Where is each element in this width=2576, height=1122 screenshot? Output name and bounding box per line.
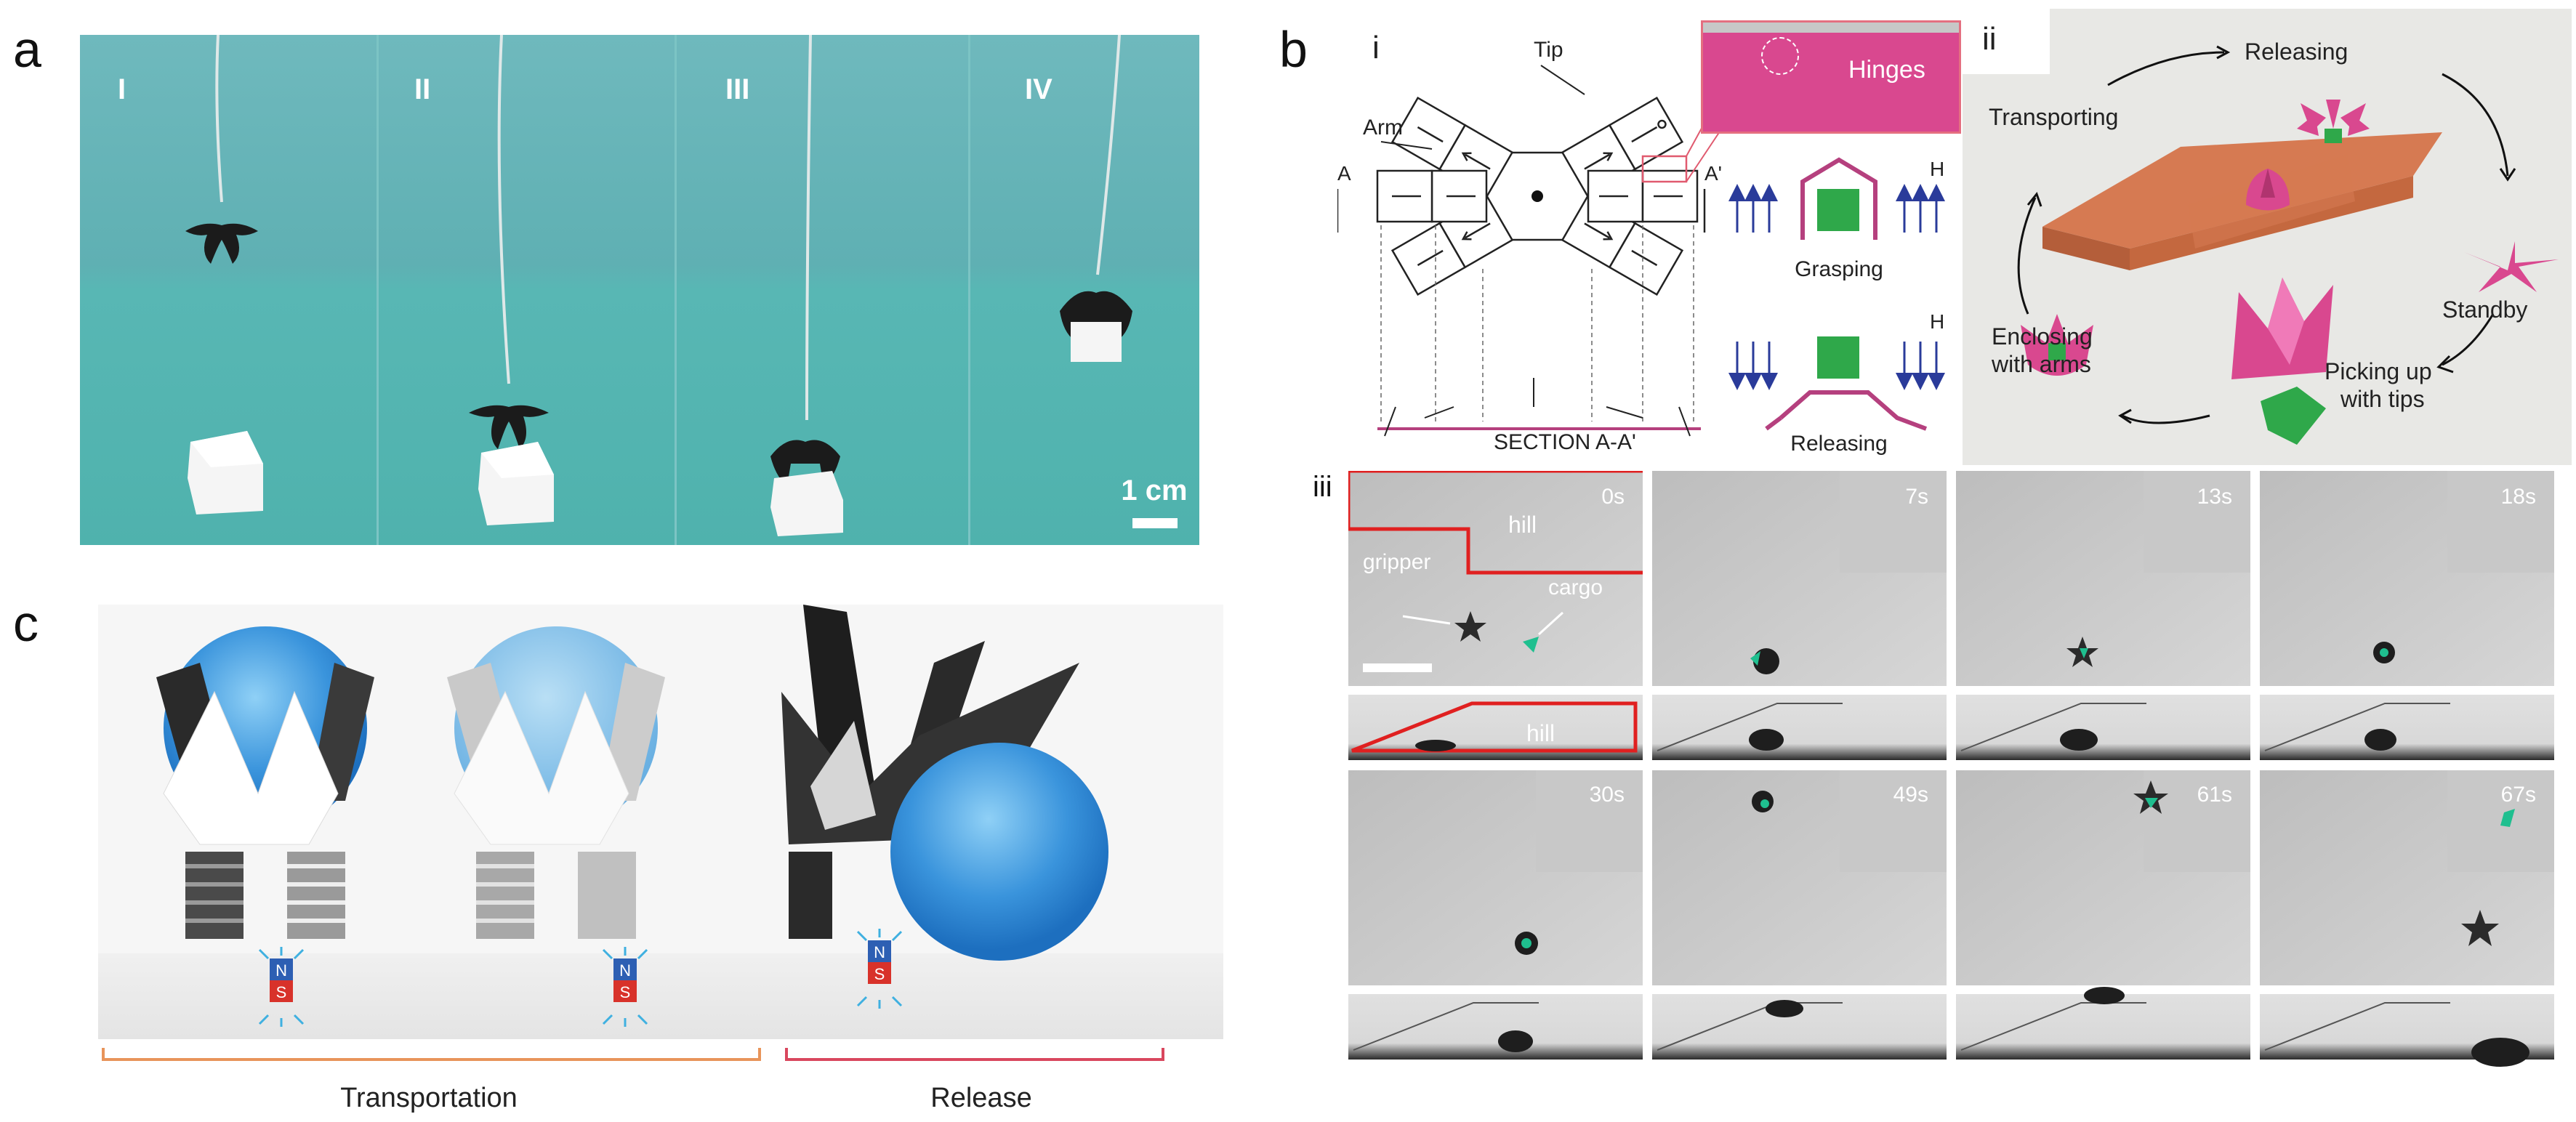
- arm-label: Arm: [1363, 116, 1403, 140]
- panel-label-b: b: [1279, 21, 1308, 78]
- magnet-n-3: N: [874, 943, 885, 961]
- section-label: SECTION A-A': [1494, 430, 1636, 454]
- enclosing-label-2: with arms: [1991, 351, 2091, 377]
- magnet-s-3: S: [874, 965, 885, 983]
- time-18s: 18s: [2501, 485, 2536, 509]
- section-a-right: A': [1704, 162, 1722, 185]
- panel-b-i-schematic: i: [1337, 30, 1731, 454]
- hinges-label: Hinges: [1848, 56, 1925, 84]
- sub-label-iii: iii: [1313, 471, 1332, 503]
- magnet-icon-1: N S: [258, 947, 305, 1027]
- cargo-label: cargo: [1548, 576, 1603, 600]
- sub-label-i: i: [1372, 30, 1380, 65]
- frame-label-4: IV: [1025, 73, 1052, 105]
- magnet-s-2: S: [620, 983, 631, 1001]
- transporting-label: Transporting: [1989, 104, 2118, 130]
- panel-c-photo: N S N S N S: [98, 605, 1223, 1039]
- panel-a-photo-strip: I II III IV 1 cm: [80, 35, 1199, 545]
- transportation-bracket: [102, 1048, 761, 1061]
- releasing-cross-label: Releasing: [1790, 432, 1887, 456]
- frame-label-3: III: [725, 73, 749, 105]
- hinges-inset: Hinges: [1701, 20, 1961, 134]
- grasping-label: Grasping: [1795, 257, 1883, 281]
- scale-bar: [1132, 518, 1178, 528]
- release-bracket: [785, 1048, 1164, 1061]
- releasing-scene-label: Releasing: [2245, 39, 2348, 65]
- time-7s: 7s: [1905, 485, 1928, 509]
- time-67s: 67s: [2501, 783, 2536, 807]
- hill-label: hill: [1508, 512, 1537, 538]
- time-0s: 0s: [1601, 485, 1625, 509]
- time-49s: 49s: [1893, 783, 1928, 807]
- time-30s: 30s: [1590, 783, 1625, 807]
- iii-scale-bar: [1363, 663, 1432, 672]
- frame-label-2: II: [414, 73, 430, 105]
- picking-label-1: Picking up: [2325, 358, 2432, 384]
- gripper-frame-1: [185, 223, 258, 264]
- h-field-label-top: H: [1930, 158, 1944, 180]
- time-13s: 13s: [2197, 485, 2232, 509]
- time-61s: 61s: [2197, 783, 2232, 807]
- hill-side-label: hill: [1526, 720, 1555, 746]
- panel-b-iii-grid: 0s 7s 13s 18s hill gripper cargo hill: [1348, 471, 2554, 1067]
- enclosing-label-1: Enclosing: [1992, 323, 2093, 350]
- sub-label-ii: ii: [1982, 21, 1997, 57]
- magnet-icon-2: N S: [602, 947, 648, 1027]
- panel-b-ii-scene: ii Releasing Transporting Standby Enclos…: [1963, 9, 2572, 465]
- section-a-left: A: [1337, 162, 1351, 185]
- tip-label: Tip: [1534, 38, 1563, 62]
- gripper-label: gripper: [1363, 550, 1430, 574]
- release-label: Release: [930, 1083, 1031, 1113]
- scale-bar-label: 1 cm: [1121, 475, 1187, 506]
- magnet-s-1: S: [276, 983, 287, 1001]
- standby-label: Standby: [2442, 296, 2527, 323]
- frame-label-1: I: [118, 73, 126, 105]
- magnet-icon-3: N S: [856, 929, 903, 1009]
- transportation-label: Transportation: [340, 1083, 518, 1113]
- panel-label-a: a: [13, 21, 41, 78]
- h-field-label-bottom: H: [1930, 310, 1944, 333]
- magnet-n-1: N: [275, 961, 287, 980]
- panel-label-c: c: [13, 595, 39, 652]
- magnet-n-2: N: [619, 961, 631, 980]
- picking-label-2: with tips: [2340, 386, 2425, 412]
